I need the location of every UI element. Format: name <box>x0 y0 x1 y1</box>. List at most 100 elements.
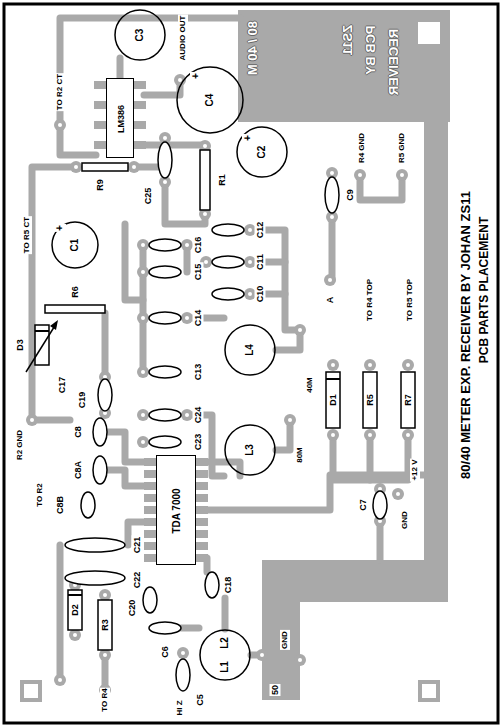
trace <box>117 58 124 78</box>
ic-pin <box>144 482 156 490</box>
capacitor-symbol <box>149 266 181 278</box>
part-label: R6 <box>70 285 81 299</box>
part-label: C8B <box>55 495 66 515</box>
part-label: TO R2 <box>35 482 45 507</box>
part-label: C22 <box>132 571 143 590</box>
trace <box>360 175 402 200</box>
ic-pin <box>144 554 156 562</box>
ic-pin <box>144 494 156 502</box>
part-label: A <box>325 296 336 305</box>
part-label: GND <box>400 510 410 530</box>
pad <box>256 649 268 661</box>
part-label: + <box>242 134 254 142</box>
component-label: L1 <box>219 660 231 674</box>
mounting-hole <box>22 682 40 700</box>
pad <box>402 429 414 441</box>
trace <box>107 432 145 462</box>
part-label: TO R4 <box>100 687 110 712</box>
resistor-symbol <box>82 163 128 171</box>
pad <box>364 429 376 441</box>
pad <box>26 414 38 426</box>
part-label: 80M <box>295 446 305 464</box>
component-label: C2 <box>256 145 268 160</box>
trace <box>60 18 240 125</box>
pad <box>137 312 149 324</box>
capacitor-symbol <box>93 418 107 446</box>
part-label: TO R4 TOP <box>365 278 375 322</box>
capacitor-symbol <box>205 572 219 598</box>
ic-pin <box>196 506 208 514</box>
circle-outline <box>225 325 275 375</box>
component-label: TDA 7000 <box>171 487 183 534</box>
component-label: C1 <box>69 238 81 253</box>
pad <box>70 161 82 173</box>
part-label: C12 <box>255 221 266 240</box>
part-label: R2 GND <box>15 429 25 461</box>
ic-pin <box>94 101 106 109</box>
trace <box>222 598 229 629</box>
ic-box: TDA 7000 <box>156 455 196 565</box>
mounting-hole <box>420 682 438 700</box>
mounting-hole <box>420 24 438 42</box>
capacitor-symbol <box>149 436 181 448</box>
component-label: L2 <box>219 636 231 650</box>
capacitor-symbol <box>212 288 244 300</box>
resistor-symbol <box>98 600 112 650</box>
capacitor-symbol <box>81 492 95 518</box>
trace <box>165 182 205 224</box>
trace <box>144 145 205 146</box>
part-label: C21 <box>132 536 143 555</box>
pad <box>177 647 189 659</box>
part-label: C16 <box>193 236 204 255</box>
pad <box>181 239 193 251</box>
ic-pin <box>134 81 146 89</box>
pad <box>128 161 140 173</box>
ic-pin <box>94 141 106 149</box>
circle-outline <box>200 630 250 680</box>
ic-pin <box>144 542 156 550</box>
part-label: 40M <box>305 376 315 394</box>
trace <box>107 470 145 486</box>
part-label: GND <box>280 630 290 650</box>
diode-band <box>326 378 340 380</box>
resistor-symbols <box>35 150 415 650</box>
trace <box>60 125 96 155</box>
capacitor-symbol <box>149 622 181 634</box>
trimmer-line <box>26 324 56 372</box>
capacitor-symbol <box>212 224 244 236</box>
part-label: R3 <box>100 618 111 632</box>
capacitor-symbol <box>149 366 181 378</box>
part-label: C23 <box>193 433 204 452</box>
part-label: TO R2 CT <box>55 73 65 111</box>
resistor-symbol <box>401 372 415 428</box>
pad <box>54 674 66 686</box>
ic-pin <box>144 530 156 538</box>
capacitor-symbol <box>149 312 181 324</box>
pad <box>137 239 149 251</box>
part-label: + <box>190 72 202 80</box>
ic-pin <box>196 530 208 538</box>
coil-circle: L2L1 <box>199 629 251 681</box>
capacitor-symbol <box>373 491 387 519</box>
part-label: HI Z <box>175 699 185 716</box>
coil-circle: L4 <box>224 324 276 376</box>
part-label: AUDIO OUT <box>178 15 188 62</box>
ic-pin <box>94 81 106 89</box>
part-label: C14 <box>193 309 204 328</box>
ic-pin <box>134 121 146 129</box>
part-label: C8 <box>73 425 84 439</box>
ic-pin <box>94 121 106 129</box>
part-label: C25 <box>143 187 154 206</box>
pad <box>324 274 336 286</box>
coil-circle: C4 <box>176 66 244 134</box>
part-label: R1 <box>217 173 228 187</box>
trace <box>329 217 336 280</box>
component-label: C4 <box>204 93 216 108</box>
part-label: TO R5 CT <box>22 216 32 254</box>
part-label: 50 <box>270 684 281 696</box>
part-label: C5 <box>195 693 206 707</box>
pad <box>137 266 149 278</box>
part-label: C9 <box>345 188 356 202</box>
frame <box>4 4 498 723</box>
